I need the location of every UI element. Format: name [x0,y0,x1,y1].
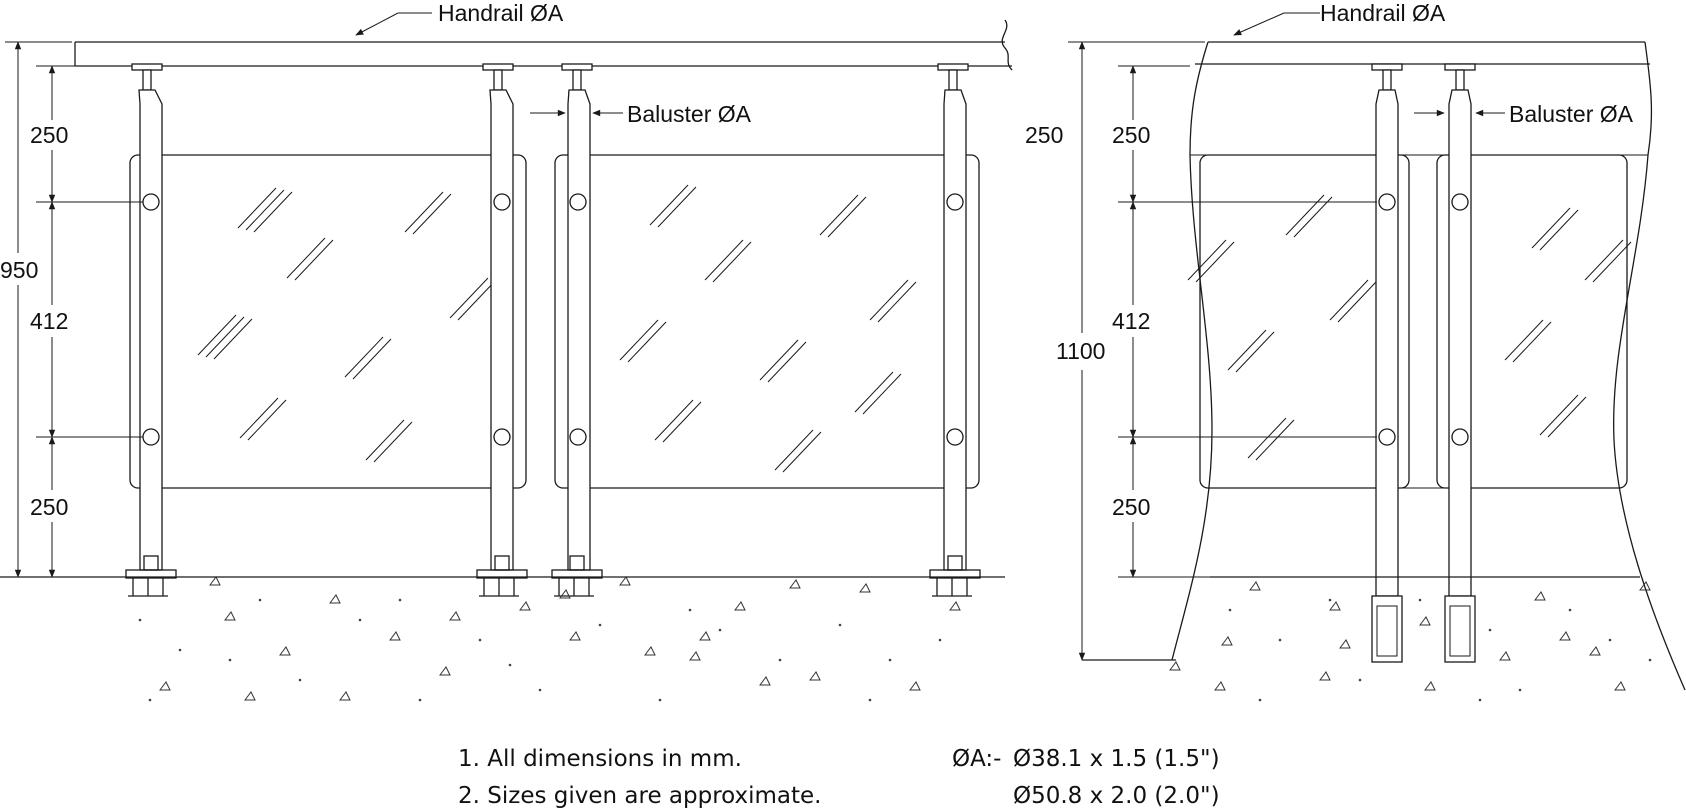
note-2: 2. Sizes given are approximate. [458,783,822,809]
right-handrail-arrow [1233,12,1285,36]
right-baluster-label: Baluster ØA [1509,101,1634,127]
spec-size-2: Ø50.8 x 2.0 (2.0") [1013,783,1220,809]
right-concrete-texture [1169,581,1651,691]
right-glass-panel-2 [1436,154,1628,489]
right-post-2 [1444,63,1476,663]
left-concrete-dots [138,598,942,702]
right-dimension-lines [1068,41,1377,661]
right-glass-panel-1 [1199,154,1410,489]
left-handrail-label: Handrail ØA [438,0,564,26]
left-post-4 [937,63,969,571]
left-concrete-texture [159,576,961,701]
left-dimension-lines [5,41,143,578]
left-dim-950: 950 [0,257,38,283]
left-dim-250-bottom: 250 [30,494,68,520]
left-handrail-arrow [355,12,399,36]
left-handrail [74,19,1013,71]
notes-block: 1. All dimensions in mm. 2. Sizes given … [458,746,1220,809]
spec-size-1: Ø38.1 x 1.5 (1.5") [1013,746,1220,772]
right-glass-reflection-marks [1187,194,1632,461]
right-dim-1100: 1100 [1056,338,1105,364]
right-section-view: 250 250 412 250 1100 Handrail ØA Baluste… [1025,0,1686,702]
right-handrail-label: Handrail ØA [1320,0,1446,26]
left-glass-reflection-marks [197,184,917,473]
left-glass-panel-2 [554,154,980,489]
left-dim-250-top: 250 [30,122,68,148]
right-dim-412: 412 [1112,308,1150,334]
left-dim-412: 412 [30,308,68,334]
right-concrete-dots [1228,598,1652,702]
right-dim-250-bottom: 250 [1112,494,1150,520]
left-post-3 [561,63,593,571]
left-baluster-label: Baluster ØA [627,101,752,127]
left-glass-panel-1 [129,154,527,489]
spec-label: ØA:- [952,746,1001,772]
left-base-plates [125,555,981,597]
right-post-1 [1371,63,1403,663]
left-elevation-view: 250 412 250 950 Handrail ØA Baluster ØA [0,0,1013,702]
right-break-line-left [1171,41,1213,661]
right-dim-250-top: 250 [1112,122,1150,148]
note-1: 1. All dimensions in mm. [458,746,742,772]
right-break-line-right [1612,41,1686,691]
right-dim-250-side: 250 [1025,122,1063,148]
